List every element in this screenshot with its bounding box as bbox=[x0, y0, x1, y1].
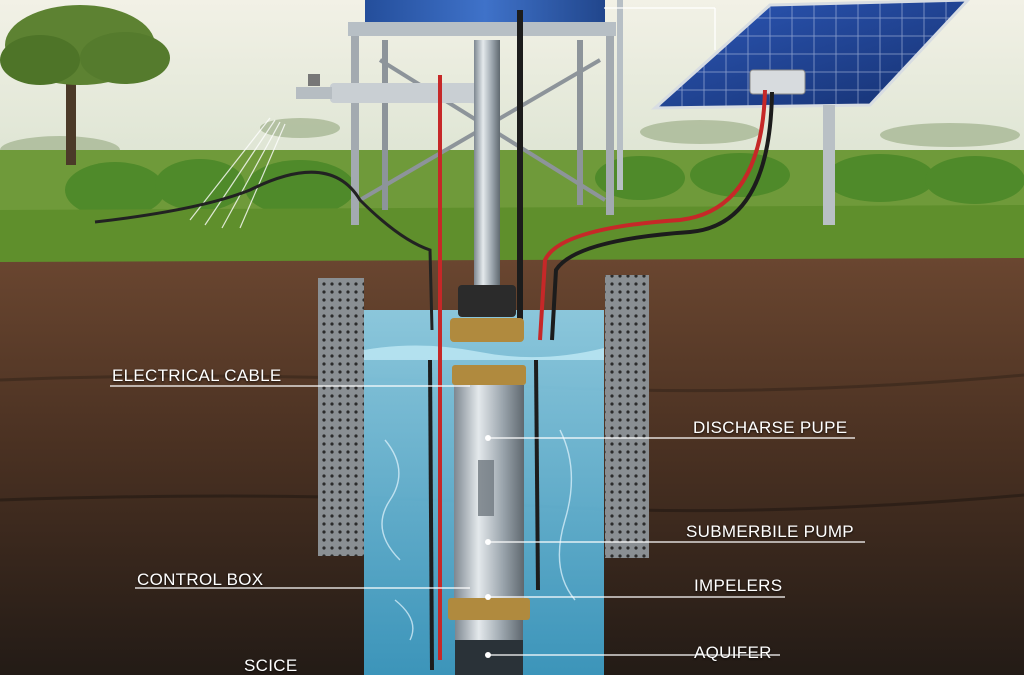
label-control-box: CONTROL BOX bbox=[137, 570, 264, 589]
riser-pipe bbox=[474, 40, 500, 290]
tree bbox=[0, 5, 170, 165]
label-aquifer: AQUIFER bbox=[694, 643, 772, 662]
label-electrical-cable: ELECTRICAL CABLE bbox=[112, 366, 282, 385]
electrical-cables bbox=[94, 10, 774, 671]
well-casing-right bbox=[605, 275, 649, 558]
well-casing-left bbox=[318, 278, 364, 556]
submersible-pump-body bbox=[448, 365, 530, 675]
label-impellers: IMPELERS bbox=[694, 576, 783, 595]
callout-leaders bbox=[110, 7, 865, 656]
pump-head bbox=[450, 285, 524, 342]
label-scice: SCICE bbox=[244, 656, 298, 675]
label-discharge-pipe: DISCHARSE PUPE bbox=[693, 418, 848, 437]
solar-panel bbox=[651, 0, 971, 225]
water-swirls bbox=[381, 429, 576, 641]
water-surface bbox=[364, 345, 604, 360]
grass-surface bbox=[0, 205, 1024, 270]
label-submersible-pump: SUBMERBILE PUMP bbox=[686, 522, 854, 541]
callout-dots bbox=[485, 435, 491, 658]
crop-plants bbox=[65, 153, 1024, 218]
